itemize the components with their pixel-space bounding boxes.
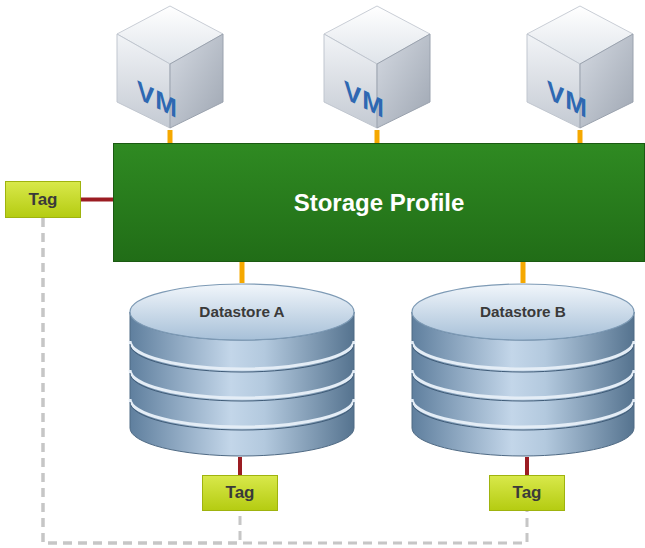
vm-cube: VM (115, 4, 225, 130)
cylinder-band-shadow (412, 402, 634, 430)
cylinder-band (130, 399, 354, 427)
tag-box: Tag (489, 475, 565, 511)
cylinder-band (130, 370, 354, 398)
datastore-label: Datastore B (410, 303, 636, 321)
profile-link (168, 130, 173, 143)
tag-link (81, 198, 113, 202)
profile-link (521, 262, 526, 283)
cylinder-band (412, 341, 634, 369)
profile-link (240, 262, 245, 283)
tag-box: Tag (202, 475, 278, 511)
datastore-cylinder: Datastore A (128, 283, 356, 457)
cylinder-band (412, 370, 634, 398)
cylinder-band-shadow (130, 373, 354, 401)
profile-link (578, 130, 583, 143)
cylinder-band (130, 341, 354, 369)
profile-label: Storage Profile (294, 189, 465, 217)
cylinder-band (412, 399, 634, 427)
tag-label: Tag (226, 483, 255, 503)
cylinder-band-shadow (130, 402, 354, 430)
cylinder-band-shadow (412, 373, 634, 401)
profile-link (375, 130, 380, 143)
datastore-label: Datastore A (128, 303, 356, 321)
cylinder-band-shadow (412, 344, 634, 372)
tag-link (525, 457, 529, 475)
datastore-cylinder: Datastore B (410, 283, 636, 457)
cylinder-band-shadow (130, 344, 354, 372)
tag-label: Tag (29, 190, 58, 210)
vm-cube: VM (322, 4, 432, 130)
vm-cube: VM (525, 4, 635, 130)
tag-box: Tag (5, 181, 81, 218)
tag-link (238, 457, 242, 475)
storage-profile-bar: Storage Profile (113, 143, 645, 262)
tag-label: Tag (513, 483, 542, 503)
